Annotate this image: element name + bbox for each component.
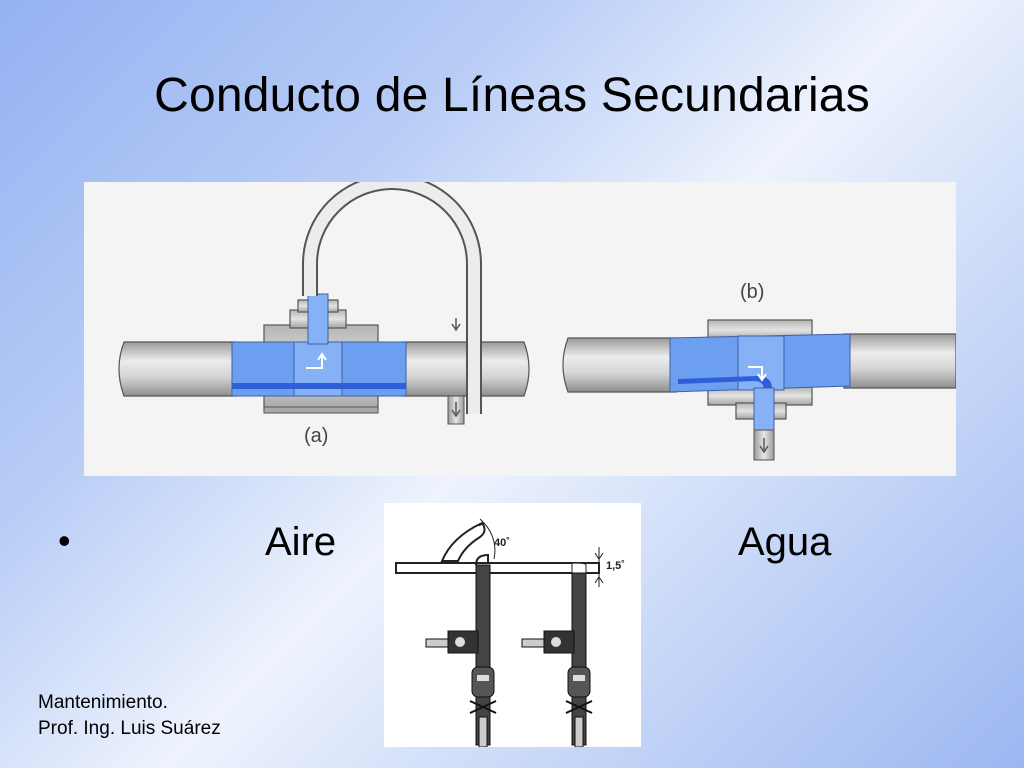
pipe-b-left (562, 337, 677, 393)
main-line (395, 521, 600, 574)
pipe-a-right (401, 341, 530, 397)
down-arrow-icon (447, 318, 465, 425)
slope-label: 1,5˚ (606, 560, 625, 572)
footer: Mantenimiento. Prof. Ing. Luis Suárez (38, 690, 221, 742)
footer-line-1: Mantenimiento. (38, 692, 168, 713)
water-b (669, 333, 851, 433)
pipe-branch-diagram: (a) (b) (84, 182, 956, 476)
label-agua: Agua (738, 520, 832, 564)
water-a (231, 293, 407, 397)
pipe-a-left (118, 341, 237, 397)
pipe-b-right (843, 333, 956, 389)
drop-leg-right (521, 562, 593, 747)
label-b: (b) (740, 281, 764, 303)
bullet-point: • (58, 520, 71, 561)
label-aire: Aire (265, 520, 337, 564)
angle-marker: 40˚ 1,5˚ (478, 518, 625, 587)
footer-line-2: Prof. Ing. Luis Suárez (38, 718, 221, 739)
drop-leg-left (425, 553, 497, 747)
drain-layout-diagram: 40˚ 1,5˚ (384, 503, 641, 747)
slide-title: Conducto de Líneas Secundarias (154, 69, 870, 122)
drain-arrow-icon (753, 429, 775, 461)
label-a: (a) (304, 425, 328, 447)
angle-label: 40˚ (494, 537, 510, 549)
